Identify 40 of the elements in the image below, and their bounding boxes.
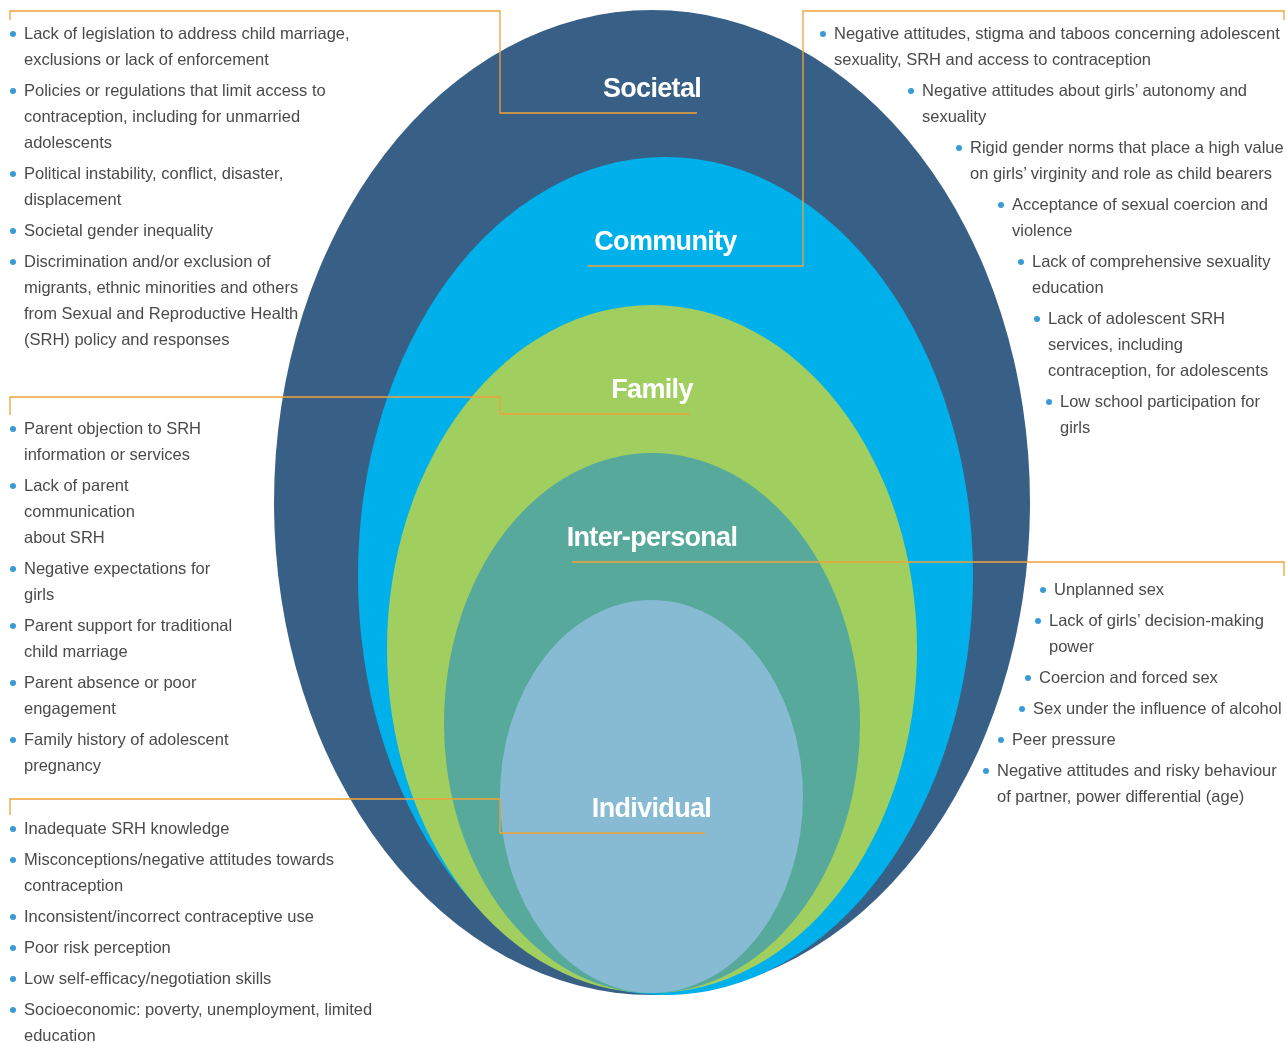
list-item: Parent absence or poor engagement bbox=[8, 669, 233, 721]
layer-title: Individual bbox=[591, 793, 712, 823]
list-item: Rigid gender norms that place a high value on girls’ virginity and role as child bearers bbox=[954, 134, 1284, 186]
list-item: Poor risk perception bbox=[8, 934, 378, 960]
list-item: Negative attitudes and risky behaviour of partner, power differential (age) bbox=[981, 757, 1284, 809]
list-item: Peer pressure bbox=[996, 726, 1284, 752]
leader-line bbox=[571, 561, 1285, 577]
list-item: Socioeconomic: poverty, unemployment, limited education bbox=[8, 996, 378, 1043]
layer-title: Family bbox=[611, 374, 693, 404]
list-item: Lack of girls’ decision-making power bbox=[1033, 607, 1284, 659]
list-item: Inadequate SRH knowledge bbox=[8, 815, 378, 841]
list-item: Low school participation for girls bbox=[1044, 388, 1284, 440]
list-item: Coercion and forced sex bbox=[1023, 664, 1284, 690]
list-item: Lack of parent communication about SRH bbox=[8, 472, 173, 550]
list-item: Lack of legislation to address child marriage, exclusions or lack of enforcement bbox=[8, 20, 408, 72]
list-item: Acceptance of sexual coercion and violence bbox=[996, 191, 1284, 243]
list-item: Parent support for traditional child marriage bbox=[8, 612, 248, 664]
leader-line bbox=[586, 10, 1285, 267]
list-item: Lack of adolescent SRH services, including contraception, for adolescents bbox=[1032, 305, 1284, 383]
list-item: Sex under the influence of alcohol bbox=[1017, 695, 1284, 721]
list-item: Societal gender inequality bbox=[8, 217, 308, 243]
leader-line bbox=[9, 798, 706, 834]
list-item: Inconsistent/incorrect contraceptive use bbox=[8, 903, 378, 929]
list-item: Negative attitudes about girls’ autonomy and sexuality bbox=[906, 77, 1284, 129]
layer-title: Inter-personal bbox=[566, 522, 738, 552]
list-item: Lack of comprehensive sexuality education bbox=[1016, 248, 1284, 300]
list-item: Parent objection to SRH information or services bbox=[8, 415, 238, 467]
list-item: Family history of adolescent pregnancy bbox=[8, 726, 258, 778]
list-item: Negative attitudes, stigma and taboos concerning adolescent sexuality, SRH and access to contraception bbox=[818, 20, 1284, 72]
layer-title: Community bbox=[594, 226, 737, 256]
list-item: Political instability, conflict, disaster, displacement bbox=[8, 160, 338, 212]
list-item: Low self-efficacy/negotiation skills bbox=[8, 965, 378, 991]
layer-title: Societal bbox=[602, 73, 702, 103]
leader-line bbox=[9, 10, 698, 114]
list-item: Negative expectations for girls bbox=[8, 555, 223, 607]
leader-line bbox=[9, 396, 691, 416]
list-item: Discrimination and/or exclusion of migrants, ethnic minorities and others from Sexual and Reproductive Health (SRH) policy and responses bbox=[8, 248, 300, 352]
list-item: Unplanned sex bbox=[1038, 576, 1284, 602]
list-item: Policies or regulations that limit access to contraception, including for unmarried adolescents bbox=[8, 77, 383, 155]
list-item: Misconceptions/negative attitudes towards contraception bbox=[8, 846, 338, 898]
